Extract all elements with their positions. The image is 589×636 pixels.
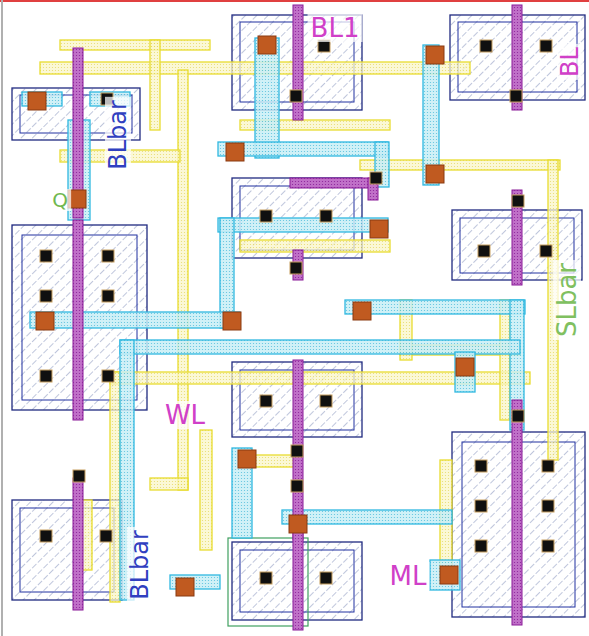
signal-label: BLbar bbox=[127, 527, 153, 603]
signal-label: BL bbox=[557, 44, 583, 80]
signal-label: WL bbox=[162, 401, 208, 429]
signal-label: BLbar bbox=[105, 97, 131, 173]
signal-label: Q bbox=[49, 189, 71, 211]
signal-label: SLbar bbox=[553, 260, 581, 340]
signal-label: ML bbox=[387, 562, 430, 590]
signal-label: BL1 bbox=[308, 14, 363, 42]
